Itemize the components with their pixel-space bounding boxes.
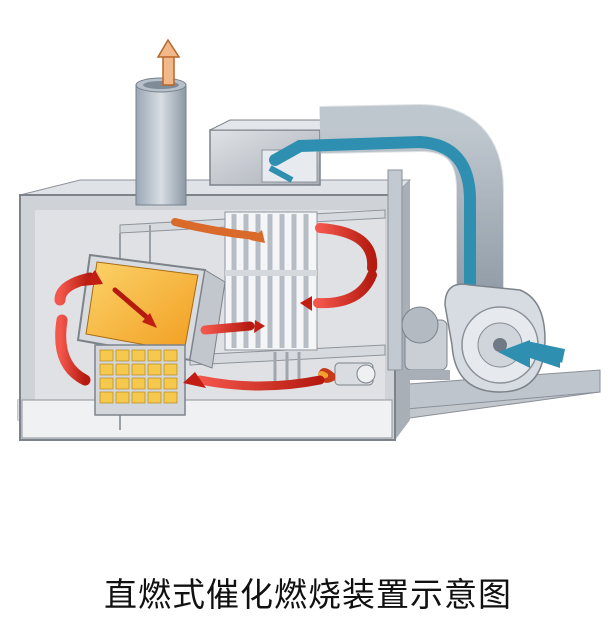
inlet-arrow-icon — [498, 340, 566, 368]
preheater-grid — [94, 344, 186, 416]
cool-flow-path — [268, 135, 476, 306]
inlet-duct — [319, 103, 504, 371]
flow-arrowheads — [82, 230, 312, 388]
catalyst-bed — [76, 253, 226, 369]
fan-icon — [444, 283, 546, 393]
exhaust-stack — [135, 77, 187, 206]
catalytic-combustion-illustration — [17, 38, 601, 441]
burner-flame-icon — [273, 352, 376, 386]
exhaust-arrow-icon — [156, 38, 181, 86]
motor — [400, 306, 450, 380]
hot-flow-paths — [54, 218, 378, 391]
diagram-caption: 直燃式催化燃烧装置示意图 — [104, 575, 512, 614]
